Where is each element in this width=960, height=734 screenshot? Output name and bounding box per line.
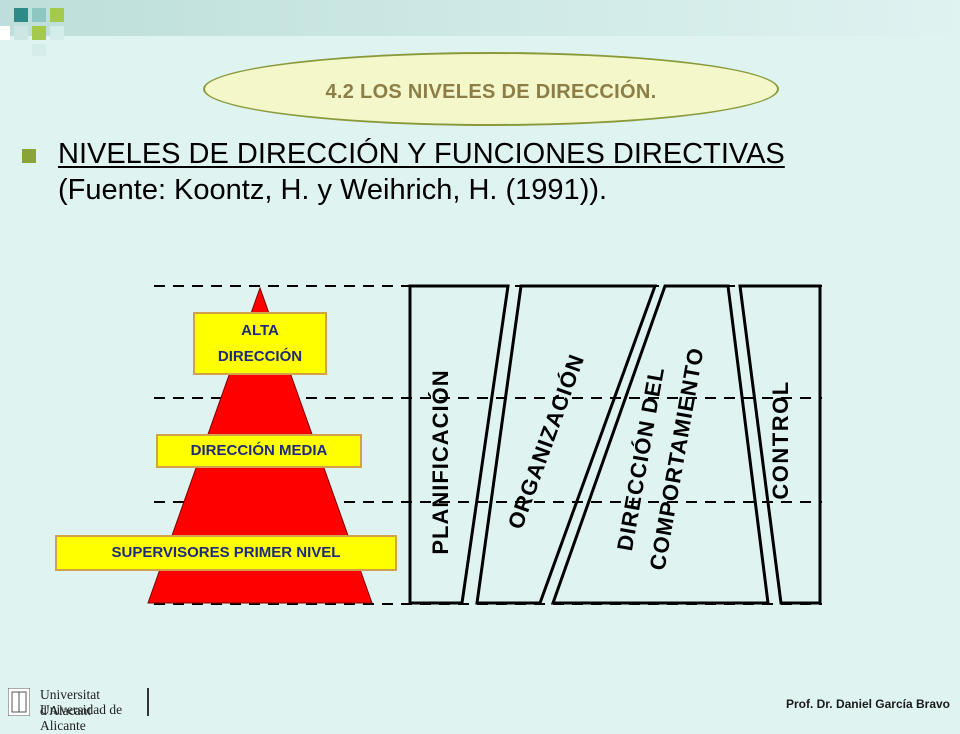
function-shape-direccion xyxy=(550,284,770,605)
level-label-alta-1: ALTA xyxy=(241,321,279,339)
university-name-spanish: Universidad de Alicante xyxy=(40,702,123,733)
function-shape-control xyxy=(738,284,822,605)
level-box-direccion-media: DIRECCIÓN MEDIA xyxy=(156,434,362,468)
level-label-supervisores: SUPERVISORES PRIMER NIVEL xyxy=(111,544,341,561)
university-emblem-icon xyxy=(8,688,30,716)
function-shape-planificacion xyxy=(408,284,510,605)
level-label-media: DIRECCIÓN MEDIA xyxy=(190,442,328,459)
slide-title: 4.2 LOS NIVELES DE DIRECCIÓN. xyxy=(325,80,657,103)
heading-source: (Fuente: Koontz, H. y Weihrich, H. (1991… xyxy=(58,174,608,206)
author-credit: Prof. Dr. Daniel García Bravo xyxy=(785,697,950,711)
level-label-alta-2: DIRECCIÓN xyxy=(217,347,303,365)
heading-main: NIVELES DE DIRECCIÓN Y FUNCIONES DIRECTI… xyxy=(58,138,785,170)
function-shape-organizacion xyxy=(475,284,658,605)
university-name-valencian: Universitat d'Alacant xyxy=(40,687,100,718)
university-logo: Universitat d'Alacant Universidad de Ali… xyxy=(8,687,153,733)
bullet-square-icon xyxy=(22,149,36,163)
slide-heading: NIVELES DE DIRECCIÓN Y FUNCIONES DIRECTI… xyxy=(58,136,938,208)
corner-decoration xyxy=(0,0,960,56)
logo-divider xyxy=(147,688,149,716)
title-oval: 4.2 LOS NIVELES DE DIRECCIÓN. xyxy=(203,52,779,126)
level-box-alta-direccion: ALTA DIRECCIÓN xyxy=(193,312,327,375)
function-label-control: CONTROL xyxy=(768,380,793,499)
function-label-planificacion: PLANIFICACIÓN xyxy=(428,369,453,554)
level-box-supervisores: SUPERVISORES PRIMER NIVEL xyxy=(55,535,397,571)
